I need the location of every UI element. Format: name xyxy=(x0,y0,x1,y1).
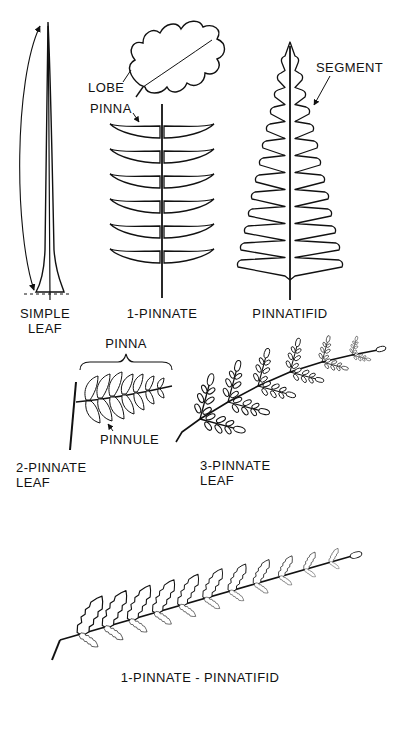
pinna-shape xyxy=(178,603,197,619)
pinna-shape xyxy=(110,174,160,188)
pinnule-shape xyxy=(85,376,98,400)
pinna-shape xyxy=(103,624,125,642)
pinna-shape xyxy=(191,371,222,421)
part-label: LOBE xyxy=(88,80,124,95)
stem xyxy=(70,382,76,450)
pinnate-pinnatifid-leaf xyxy=(52,547,363,660)
pinna-shape xyxy=(251,557,273,586)
pinnule-shape xyxy=(157,378,164,388)
pinna-shape xyxy=(175,571,203,608)
pinnule-shape xyxy=(146,391,154,404)
lobed-leaf xyxy=(123,21,225,97)
leader-arrow xyxy=(108,424,113,431)
pinnule-shapes xyxy=(85,372,164,423)
leaf-type-label: 2-PINNATE LEAF xyxy=(16,460,101,490)
leaf-stalk xyxy=(136,87,143,97)
pinna-shape xyxy=(164,174,214,188)
pinna-shape xyxy=(203,596,221,611)
pinna-shape xyxy=(110,124,160,138)
part-label: PINNA xyxy=(105,336,147,351)
pinna-shape xyxy=(226,393,272,421)
part-label: PINNULE xyxy=(100,432,159,447)
pinna-shape xyxy=(164,249,214,263)
leaf-type-label: 1-PINNATE - PINNATIFID xyxy=(121,670,280,685)
pinna-shape xyxy=(128,617,149,634)
bipinnate-leaf xyxy=(70,354,172,450)
pinna-shape xyxy=(200,566,227,601)
pinna-shape xyxy=(276,554,295,579)
pinnule-shape xyxy=(133,374,143,392)
pinna-shape xyxy=(110,249,160,263)
pinnule-shape xyxy=(122,395,134,414)
pinnule-shape xyxy=(134,393,144,410)
leaf-type-label: SIMPLE LEAF xyxy=(10,306,80,336)
midrib xyxy=(48,26,50,300)
pinna-bracket xyxy=(80,354,172,370)
base-line xyxy=(24,294,72,295)
rachis xyxy=(176,350,378,442)
part-label: SEGMENT xyxy=(316,60,383,75)
midrib xyxy=(143,40,212,87)
length-arrow xyxy=(20,26,40,290)
pinna-shape xyxy=(164,149,214,163)
leaf-blade xyxy=(130,21,225,93)
tripinnate-leaf xyxy=(176,334,386,442)
pinna-shape xyxy=(229,589,246,603)
pinna-shape xyxy=(164,124,214,138)
pinna-shape xyxy=(328,547,341,563)
pinna-shape xyxy=(164,224,214,238)
pinna-shape xyxy=(197,410,247,441)
leaf-type-label: 1-PINNATE xyxy=(127,306,198,321)
pinna-shape xyxy=(99,587,132,630)
pinnule-shape xyxy=(146,376,154,390)
pinna-shape xyxy=(283,336,306,374)
pinnule-shape xyxy=(158,389,164,398)
pinna-shape xyxy=(351,351,372,364)
tip-lobe xyxy=(376,346,387,353)
leader-arrow xyxy=(314,76,330,105)
pinna-shape xyxy=(302,550,318,571)
pinna-shape xyxy=(348,335,361,356)
pinna-shape xyxy=(153,610,173,627)
pinna-shape xyxy=(73,592,107,637)
pinnule-shape xyxy=(97,374,110,398)
rachis xyxy=(161,104,163,298)
rachis xyxy=(289,46,291,300)
pinna-shape xyxy=(250,346,276,388)
leaf-type-label: PINNATIFID xyxy=(252,306,327,321)
pinnule-shape xyxy=(121,374,133,394)
leaf-type-label: 3-PINNATE LEAF xyxy=(200,458,285,488)
stem xyxy=(52,640,60,660)
leader-arrow xyxy=(133,113,139,122)
tip-lobe xyxy=(349,550,362,559)
pinna-shape xyxy=(164,199,214,213)
pinna-shape xyxy=(321,357,350,375)
pinna-shape xyxy=(110,199,160,213)
pinna-shape xyxy=(78,631,100,649)
simple-leaf xyxy=(20,22,72,300)
pinna-shape xyxy=(317,334,335,363)
pinna-shape xyxy=(149,576,179,615)
pinna-shape xyxy=(256,378,298,404)
pinna-shape xyxy=(288,365,326,388)
part-label: PINNA xyxy=(90,101,132,116)
pinna-shape xyxy=(304,568,317,579)
pinna-shape xyxy=(219,358,247,404)
pinna-shape xyxy=(329,561,340,570)
pinnule-shape xyxy=(109,372,122,396)
pinna-shape xyxy=(254,582,270,595)
pinnatifid-leaf xyxy=(237,42,342,300)
pinna-shape xyxy=(124,582,155,623)
pinna-shape xyxy=(279,575,293,587)
pinna-shape xyxy=(225,561,249,593)
pinnate-leaf xyxy=(110,104,214,298)
pinna-shape xyxy=(110,224,160,238)
pinna-shape xyxy=(110,149,160,163)
